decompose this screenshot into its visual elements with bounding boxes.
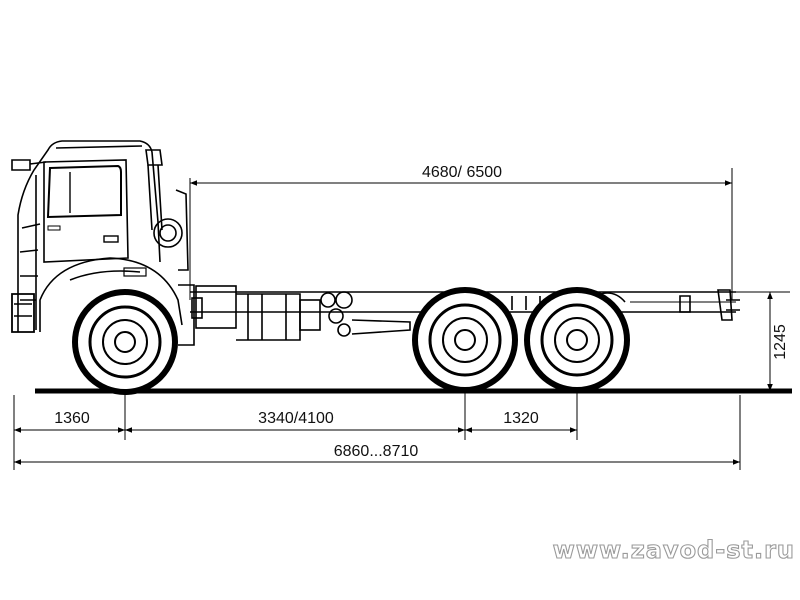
wheelbase-label: 3340/4100 (258, 410, 334, 427)
front-wheel (72, 289, 178, 395)
dim-body-length (189, 168, 733, 300)
overall-length-label: 6860...8710 (334, 443, 419, 460)
front-overhang-label: 1360 (54, 410, 90, 427)
dim-frame-height (736, 291, 790, 391)
rear-axle-spacing-label: 1320 (503, 410, 539, 427)
frame-height-label: 1245 (772, 324, 789, 360)
watermark: www.zavod-st.ru (553, 536, 795, 564)
rear-wheel-2 (524, 287, 630, 393)
rear-wheel-1 (412, 287, 518, 393)
body-length-label: 4680/ 6500 (422, 164, 502, 181)
